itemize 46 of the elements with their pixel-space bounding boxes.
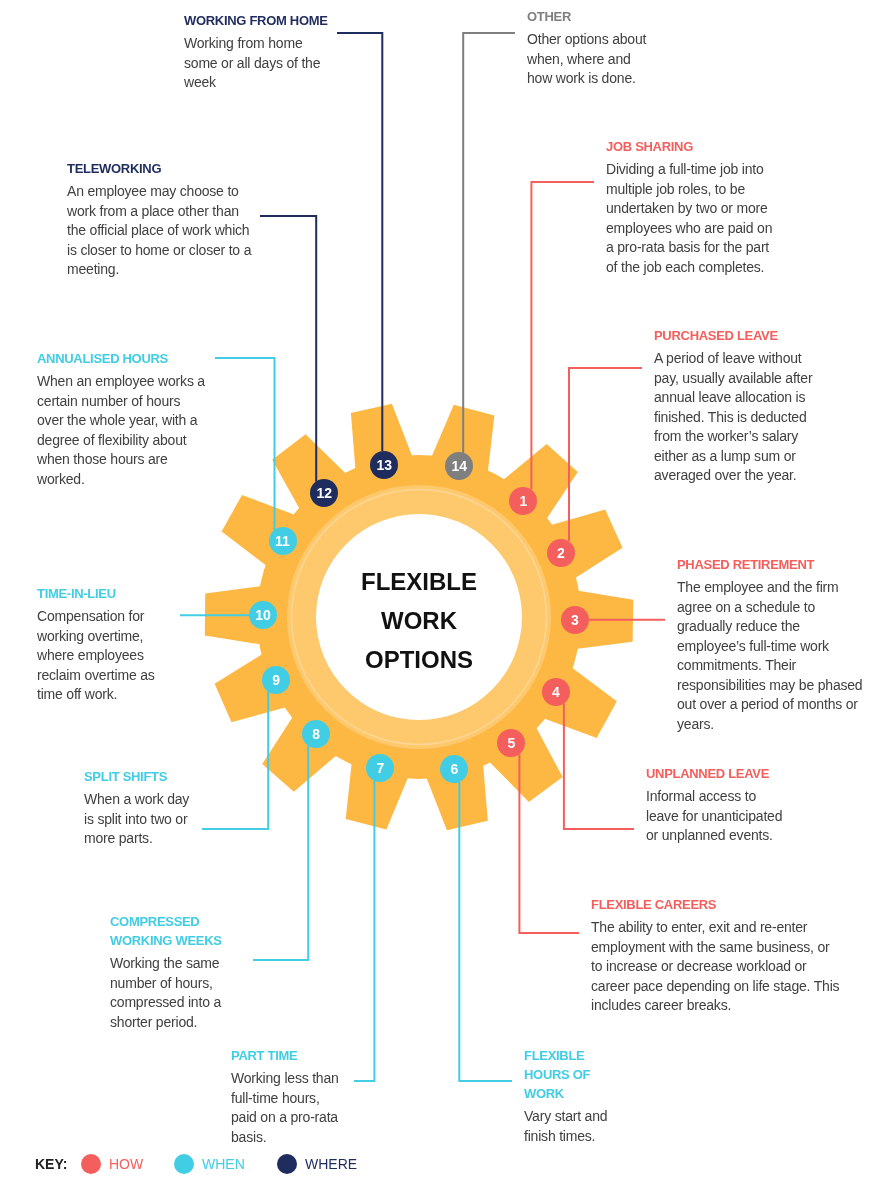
option-title: FLEXIBLE CAREERS bbox=[591, 896, 718, 914]
option-description: When a work day is split into two or more parts. bbox=[84, 790, 191, 848]
option-description: Working less than full-time hours, paid on a pro-rata basis. bbox=[231, 1069, 340, 1147]
option-description: Compensation for working overtime, where employees reclaim overtime as time off work. bbox=[37, 607, 156, 704]
option-description: The employee and the firm agree on a schedule to gradually reduce the employee’s full-time work commitments. Their responsibilities may be phased out over a period of months or years. bbox=[677, 578, 864, 734]
option-title: ANNUALISED HOURS bbox=[37, 350, 169, 368]
leader-line bbox=[259, 215, 318, 483]
option-title: UNPLANNED LEAVE bbox=[646, 765, 771, 783]
gear-title: FLEXIBLE WORK OPTIONS bbox=[360, 567, 478, 675]
leader-line bbox=[214, 357, 276, 531]
option-description: When an employee works a certain number of hours over the whole year, with a degree of flexibility about when those hours are worked. bbox=[37, 372, 206, 489]
option-title: FLEXIBLE HOURS OF WORK bbox=[524, 1047, 592, 1103]
leader-line bbox=[179, 614, 250, 617]
option-title: WORKING FROM HOME bbox=[184, 12, 329, 30]
leader-line bbox=[252, 744, 310, 961]
option-title: TELEWORKING bbox=[67, 160, 163, 178]
leader-line bbox=[518, 753, 580, 934]
option-title: JOB SHARING bbox=[606, 138, 694, 156]
option-description: Working the same number of hours, compressed into a shorter period. bbox=[110, 954, 223, 1032]
option-title: PHASED RETIREMENT bbox=[677, 556, 816, 574]
leader-line bbox=[353, 779, 376, 1082]
option-title: COMPRESSED WORKING WEEKS bbox=[110, 913, 223, 950]
leader-line bbox=[568, 367, 643, 542]
leader-line bbox=[336, 32, 384, 453]
option-title: TIME-IN-LIEU bbox=[37, 585, 117, 603]
leader-line bbox=[530, 181, 595, 491]
leader-line bbox=[562, 702, 635, 830]
leader-line bbox=[588, 618, 666, 621]
legend-label: WHEN bbox=[202, 1155, 245, 1174]
leader-line bbox=[458, 781, 513, 1082]
leader-line bbox=[462, 32, 516, 454]
option-description: Working from home some or all days of the week bbox=[184, 34, 322, 92]
option-title: PART TIME bbox=[231, 1047, 299, 1065]
legend-label: WHERE bbox=[305, 1155, 358, 1174]
option-description: Dividing a full-time job into multiple job roles, to be undertaken by two or more employees who are paid on a pro-rata basis for the part of the job each completes. bbox=[606, 160, 774, 277]
option-description: The ability to enter, exit and re-enter employment with the same business, or to increase or decrease workload or career pace depending on life stage. This includes career breaks. bbox=[591, 918, 841, 1015]
option-description: Vary start and finish times. bbox=[524, 1107, 609, 1146]
option-description: Informal access to leave for unanticipated or unplanned events. bbox=[646, 787, 784, 845]
option-description: An employee may choose to work from a place other than the official place of work which is closer to home or closer to a meeting. bbox=[67, 182, 252, 279]
option-description: A period of leave without pay, usually available after annual leave allocation is finished. This is deducted from the worker’s salary either as a lump sum or averaged over the year. bbox=[654, 349, 814, 485]
option-title: SPLIT SHIFTS bbox=[84, 768, 169, 786]
legend-title: KEY: bbox=[35, 1155, 68, 1174]
option-title: OTHER bbox=[527, 8, 572, 26]
option-title: PURCHASED LEAVE bbox=[654, 327, 779, 345]
option-description: Other options about when, where and how work is done. bbox=[527, 30, 648, 88]
legend-label: HOW bbox=[109, 1155, 144, 1174]
